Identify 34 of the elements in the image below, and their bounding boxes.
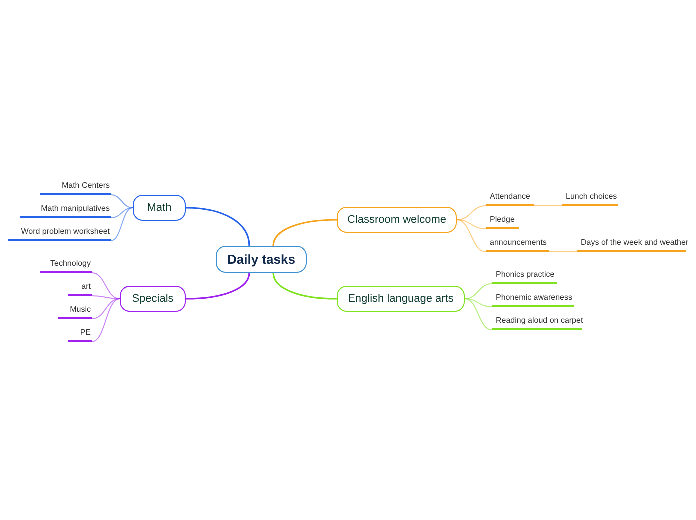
connector-line: [92, 296, 120, 300]
main-topic-box: Classroom welcome: [337, 207, 457, 233]
connector-line: [186, 272, 250, 300]
connector-line: [92, 272, 120, 300]
main-topic-box: Specials: [120, 286, 186, 312]
connector-line: [464, 298, 492, 308]
central-topic-box: Daily tasks: [216, 246, 307, 273]
connector-line: [272, 272, 338, 300]
connector-line: [456, 220, 486, 230]
topic-label: art: [68, 281, 92, 296]
connector-line: [186, 207, 250, 246]
topic-label: Math manipulatives: [20, 203, 111, 218]
topic-label: Attendance: [486, 191, 534, 206]
topic-label: Phonics practice: [492, 269, 557, 284]
topic-label: Pledge: [486, 214, 519, 229]
topic-label: Phonemic awareness: [492, 292, 574, 307]
topic-label: Days of the week and weather: [577, 237, 686, 252]
topic-label: Math Centers: [40, 180, 111, 195]
connector-line: [92, 298, 120, 320]
topic-label: Technology: [40, 258, 92, 273]
connector-line: [464, 284, 492, 300]
topic-label: announcements: [486, 237, 549, 252]
topic-label: PE: [68, 327, 92, 342]
connector-line: [92, 298, 120, 342]
main-topic-box: Math: [133, 195, 186, 221]
connector-line: [110, 208, 134, 242]
connector-line: [272, 219, 338, 246]
connector-line: [464, 298, 492, 330]
main-topic-box: English language arts: [337, 286, 465, 312]
topic-label: Reading aloud on carpet: [492, 315, 582, 330]
topic-label: Word problem worksheet: [8, 226, 111, 241]
topic-label: Lunch choices: [562, 191, 618, 206]
connector-line: [456, 220, 486, 252]
topic-label: Music: [58, 304, 92, 319]
